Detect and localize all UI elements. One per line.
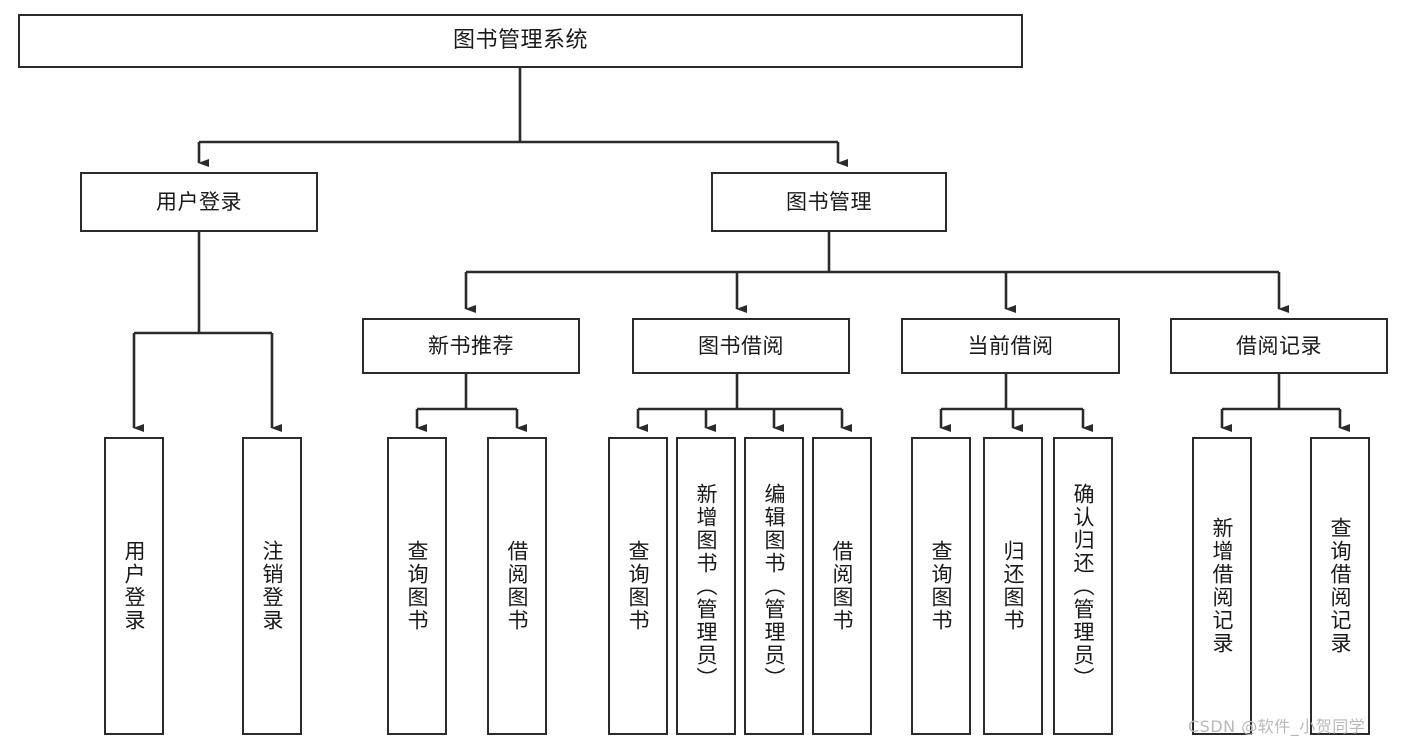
node-label: 查询图书 [929, 540, 954, 632]
node-label: 新书推荐 [428, 333, 514, 358]
node-label: 编辑图书（管理员） [762, 482, 787, 690]
node-label: 查询图书 [626, 540, 651, 632]
node-leaf-logout[interactable]: 注销登录 [242, 437, 302, 735]
node-new-book-recommend[interactable]: 新书推荐 [362, 318, 580, 374]
watermark: CSDN @软件_小贺同学 [1188, 717, 1366, 736]
node-leaf-borrow-book[interactable]: 借阅图书 [812, 437, 872, 735]
node-label: 借阅图书 [505, 540, 530, 632]
node-label: 借阅图书 [830, 540, 855, 632]
node-leaf-user-login[interactable]: 用户登录 [104, 437, 164, 735]
node-label: 归还图书 [1001, 540, 1026, 632]
node-label: 用户登录 [156, 189, 242, 214]
node-leaf-confirm-return[interactable]: 确认归还（管理员） [1053, 437, 1113, 735]
node-label: 新增图书（管理员） [694, 482, 719, 690]
node-label: 借阅记录 [1236, 333, 1322, 358]
node-label: 用户登录 [122, 540, 147, 632]
node-root-book-management-system[interactable]: 图书管理系统 [18, 14, 1023, 68]
node-leaf-return-book[interactable]: 归还图书 [983, 437, 1043, 735]
node-leaf-add-borrow-record[interactable]: 新增借阅记录 [1192, 437, 1252, 735]
node-leaf-edit-book[interactable]: 编辑图书（管理员） [744, 437, 804, 735]
node-label: 注销登录 [260, 540, 285, 632]
node-label: 确认归还（管理员） [1071, 482, 1096, 690]
node-label: 图书管理 [786, 189, 872, 214]
node-book-manage[interactable]: 图书管理 [711, 172, 947, 232]
node-label: 查询图书 [405, 540, 430, 632]
node-current-borrow[interactable]: 当前借阅 [901, 318, 1120, 374]
node-label: 图书借阅 [698, 333, 784, 358]
node-leaf-query-borrow-record[interactable]: 查询借阅记录 [1310, 437, 1370, 735]
node-label: 当前借阅 [967, 333, 1054, 358]
node-user-login[interactable]: 用户登录 [80, 172, 318, 232]
node-label: 图书管理系统 [452, 28, 588, 54]
node-leaf-borrow-book-recommend[interactable]: 借阅图书 [487, 437, 547, 735]
node-borrow-record[interactable]: 借阅记录 [1170, 318, 1388, 374]
node-label: 新增借阅记录 [1210, 517, 1235, 655]
node-label: 查询借阅记录 [1328, 517, 1353, 655]
node-leaf-query-book-recommend[interactable]: 查询图书 [387, 437, 447, 735]
node-leaf-add-book[interactable]: 新增图书（管理员） [676, 437, 736, 735]
node-book-borrow[interactable]: 图书借阅 [632, 318, 850, 374]
node-leaf-query-book-borrow[interactable]: 查询图书 [608, 437, 668, 735]
node-leaf-query-book-current[interactable]: 查询图书 [911, 437, 971, 735]
